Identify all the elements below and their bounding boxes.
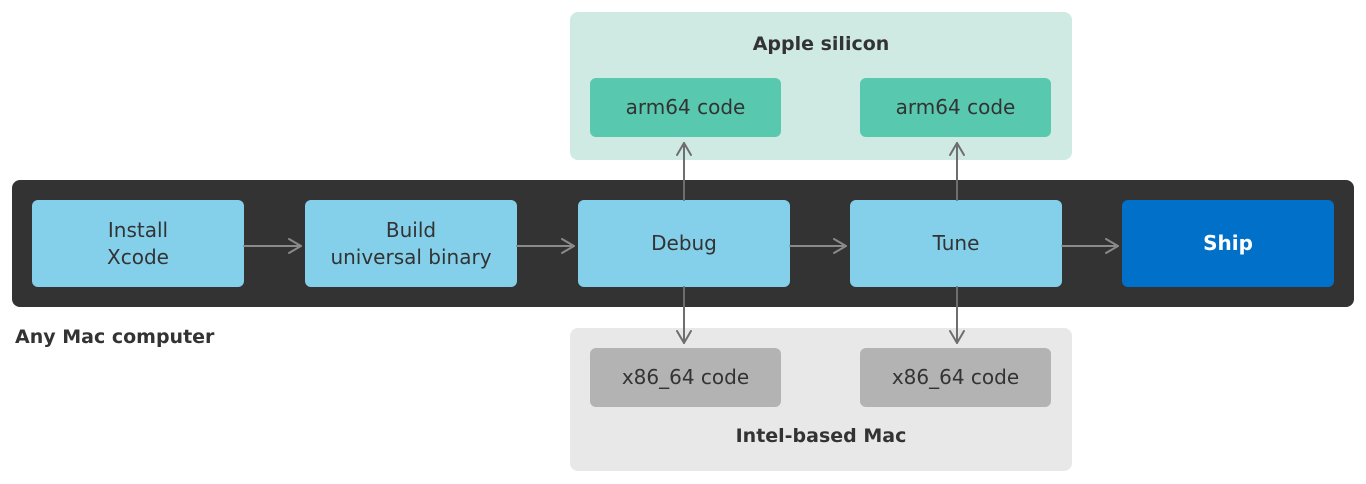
arrow-debug-to-x86-64-1 <box>676 286 692 344</box>
arrow-tune-to-x86-64-2 <box>949 286 965 344</box>
x86-64-code-box-2: x86_64 code <box>860 348 1051 407</box>
arrow-tune-to-ship <box>1061 238 1119 254</box>
step-install-xcode: Install Xcode <box>32 200 244 287</box>
arm64-code-box-1: arm64 code <box>590 78 781 137</box>
intel-mac-title: Intel-based Mac <box>735 425 907 447</box>
arrow-debug-to-arm64-1 <box>676 142 692 201</box>
arrow-install-to-build <box>243 238 302 254</box>
arrow-tune-to-arm64-2 <box>949 142 965 201</box>
x86-64-code-box-1: x86_64 code <box>590 348 781 407</box>
arrow-build-to-debug <box>516 238 575 254</box>
any-mac-label: Any Mac computer <box>15 326 215 348</box>
step-tune: Tune <box>850 200 1062 287</box>
apple-silicon-title: Apple silicon <box>752 33 890 55</box>
arm64-code-box-2: arm64 code <box>860 78 1051 137</box>
step-debug: Debug <box>578 200 790 287</box>
step-ship: Ship <box>1122 200 1334 287</box>
step-build-universal-binary: Build universal binary <box>305 200 517 287</box>
arrow-debug-to-tune <box>789 238 847 254</box>
